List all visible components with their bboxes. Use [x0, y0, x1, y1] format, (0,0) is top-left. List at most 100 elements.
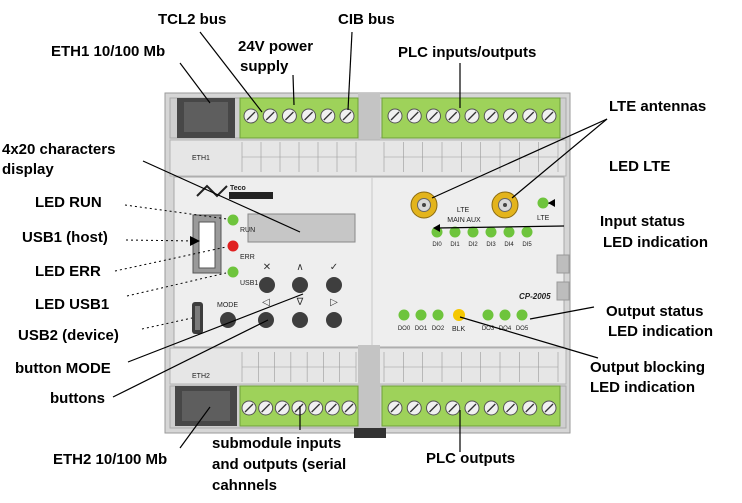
input-led — [503, 226, 515, 238]
input-led-label: DI4 — [504, 242, 514, 248]
label-output-status-line2: LED indication — [608, 323, 713, 340]
terminal-screw — [406, 108, 422, 124]
label-display-line1: 4x20 characters — [2, 141, 116, 158]
terminal-screw — [541, 108, 557, 124]
terminal-screw — [308, 400, 324, 416]
logo-text: Teco — [230, 185, 246, 192]
label-output-status-line1: Output status — [606, 303, 704, 320]
label-led-run: LED RUN — [35, 194, 102, 211]
label-output-blocking-line2: LED indication — [590, 379, 695, 396]
nav-button-symbol: ▷ — [330, 297, 338, 308]
terminal-screw — [258, 400, 274, 416]
lcd-display — [247, 213, 356, 243]
terminal-screw — [483, 108, 499, 124]
terminal-screw — [281, 108, 297, 124]
model-label: CP-2005 — [519, 292, 551, 301]
terminal-screw — [262, 108, 278, 124]
label-plc-outputs: PLC outputs — [426, 450, 516, 467]
output-led-label: DO5 — [516, 326, 529, 332]
terminal-screws — [241, 108, 557, 416]
label-submodule-line1: submodule inputs — [212, 435, 342, 452]
terminal-screw — [541, 400, 557, 416]
input-led-label: DI1 — [450, 242, 460, 248]
led-usb1 — [227, 266, 239, 278]
terminal-screw — [522, 400, 538, 416]
err-small-label: ERR — [240, 254, 255, 261]
usb2-device-port — [192, 302, 203, 334]
mode-small-label: MODE — [217, 302, 238, 309]
output-led-label: DO1 — [415, 326, 428, 332]
mode-button[interactable] — [220, 312, 236, 328]
input-led-label: DI5 — [522, 242, 532, 248]
nav-button-symbol: ∧ — [296, 262, 303, 273]
input-led — [449, 226, 461, 238]
terminal-screw — [339, 108, 355, 124]
eth1-port — [177, 98, 235, 138]
terminal-screw — [291, 400, 307, 416]
label-submodule-line3: cahnnels — [212, 477, 278, 494]
nav-button[interactable] — [292, 312, 308, 328]
eth1-small-label: ETH1 — [192, 155, 210, 162]
label-eth2: ETH2 10/100 Mb — [53, 451, 168, 468]
nav-button-symbol: ✕ — [263, 262, 271, 273]
callout-arrowheads — [190, 199, 555, 246]
nav-button[interactable] — [259, 277, 275, 293]
label-cib-bus: CIB bus — [338, 11, 395, 28]
eth2-small-label: ETH2 — [192, 373, 210, 380]
input-led-label: DI3 — [486, 242, 496, 248]
output-led — [415, 309, 427, 321]
terminal-screw — [387, 108, 403, 124]
label-submodule-line2: and outputs (serial — [212, 456, 347, 473]
terminal-block-top-left — [239, 97, 359, 139]
nav-button[interactable] — [258, 312, 274, 328]
terminal-screw — [426, 108, 441, 124]
terminal-label-strips — [241, 142, 559, 382]
label-lte-antennas: LTE antennas — [609, 98, 707, 115]
label-power-line2: supply — [240, 58, 289, 75]
lte-main-aux-label: MAIN AUX — [447, 217, 481, 224]
label-plc-io: PLC inputs/outputs — [398, 44, 537, 61]
navigation-buttons: ✕∧✓◁∇▷ — [258, 262, 342, 328]
nav-button[interactable] — [326, 312, 342, 328]
blk-small-label: BLK — [452, 326, 466, 333]
label-usb2-device: USB2 (device) — [18, 327, 119, 344]
led-lte — [537, 197, 549, 209]
label-button-mode: button MODE — [15, 360, 111, 377]
terminal-screw — [445, 400, 461, 416]
nav-button[interactable] — [292, 277, 308, 293]
front-panel: Teco RUN ERR USB1 MODE ✕∧✓◁∇▷ — [192, 184, 551, 334]
output-led-label: DO0 — [398, 326, 411, 332]
nav-button-symbol: ∇ — [296, 297, 304, 308]
terminal-screw — [464, 108, 480, 124]
output-led-label: DO4 — [499, 326, 512, 332]
label-input-status-line2: LED indication — [603, 234, 708, 251]
lte-small-label: LTE — [457, 207, 470, 214]
lte-led-small-label: LTE — [537, 215, 550, 222]
terminal-screw — [341, 400, 357, 416]
terminal-screw — [274, 400, 290, 416]
nav-button[interactable] — [326, 277, 342, 293]
output-led — [516, 309, 528, 321]
lte-antenna-aux — [491, 191, 519, 219]
terminal-screw — [301, 108, 317, 124]
lte-antenna-main — [410, 191, 438, 219]
run-small-label: RUN — [240, 227, 255, 234]
label-input-status-line1: Input status — [600, 213, 685, 230]
usb1-host-port — [192, 214, 222, 274]
terminal-screw — [464, 400, 480, 416]
input-led — [467, 226, 479, 238]
output-led — [482, 309, 494, 321]
terminal-screw — [445, 108, 461, 124]
terminal-screw — [483, 400, 499, 416]
led-err — [227, 240, 239, 252]
output-led — [432, 309, 444, 321]
terminal-screw — [324, 400, 340, 416]
label-tcl2-bus: TCL2 bus — [158, 11, 227, 28]
led-run — [227, 214, 239, 226]
input-led — [485, 226, 497, 238]
usb1-small-label: USB1 — [240, 280, 258, 287]
terminal-screw — [426, 400, 441, 416]
label-led-usb1: LED USB1 — [35, 296, 110, 313]
